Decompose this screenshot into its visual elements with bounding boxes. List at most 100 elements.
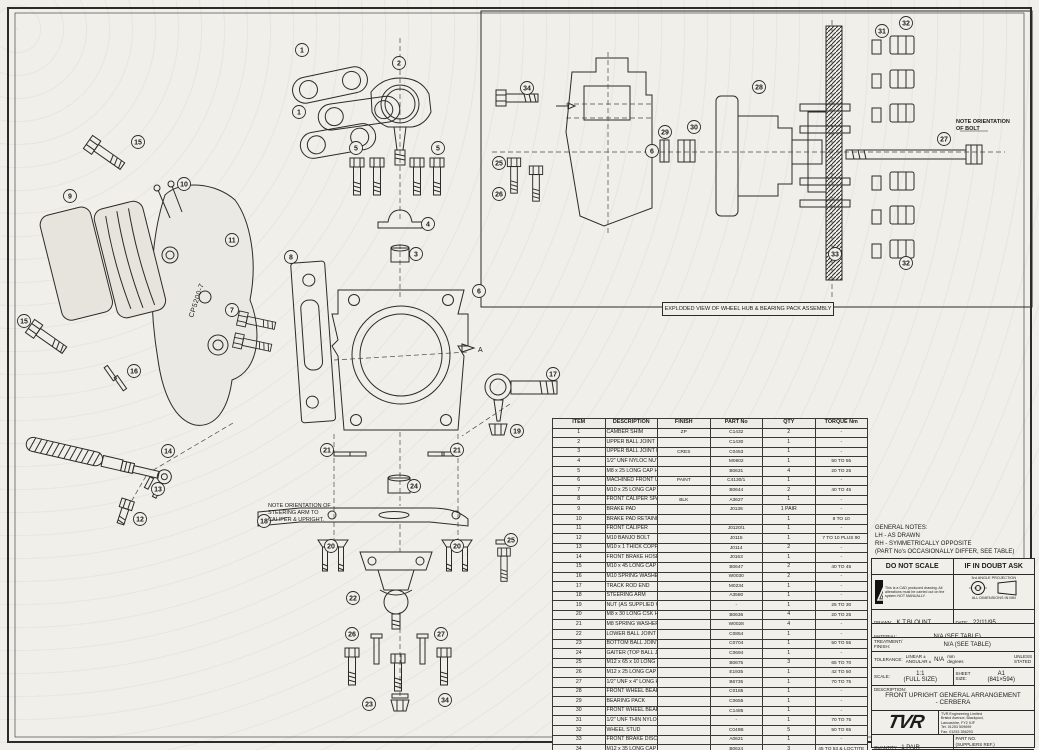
table-cell	[657, 533, 711, 544]
balloon-33	[828, 247, 842, 261]
inset-hub-view	[480, 10, 1033, 308]
balloon-number: 32	[902, 20, 910, 27]
table-cell: FRONT WHEEL BEARING DRIVE FLANGE (HUB)	[604, 686, 658, 698]
scale-label: SCALE:	[874, 674, 891, 679]
table-cell: C1430	[709, 437, 763, 448]
balloon-14	[161, 444, 175, 458]
table-cell: 1	[762, 629, 816, 640]
table-cell	[657, 677, 711, 688]
title-block: DO NOT SCALE IF IN DOUBT ASK This is a C…	[871, 558, 1035, 750]
table-cell: 1	[762, 475, 816, 487]
table-cell: M8 x 30 LONG CSK HEAD BOLT	[604, 609, 658, 621]
table-cell: 1/2" UNF NYLOC NUT (UPPER BALL JOINT)	[604, 456, 658, 467]
table-cell: 1	[762, 686, 816, 698]
table-cell: FRONT CALIPER SPACER	[604, 494, 658, 506]
table-cell: 21	[552, 619, 606, 631]
table-cell: W0028	[709, 619, 763, 631]
table-cell: 1	[762, 638, 816, 650]
table-cell: WHEEL STUD	[604, 725, 658, 736]
table-cell: 26	[552, 667, 606, 679]
table-cell: 33	[552, 734, 606, 746]
dimensions-note: ALL DIMENSIONS IN MM	[971, 596, 1016, 600]
balloon-11	[225, 233, 239, 247]
bottom-bolts	[344, 633, 452, 712]
description-value: FRONT UPRIGHT GENERAL ARRANGEMENT - CERB…	[885, 692, 1021, 706]
balloon-number: 17	[549, 371, 557, 378]
table-cell: 14	[552, 552, 606, 563]
table-cell	[657, 744, 711, 750]
table-cell: C1432	[709, 427, 763, 439]
table-cell: C1485	[709, 705, 763, 717]
table-cell: 5	[552, 465, 606, 477]
table-cell: M0234	[709, 581, 763, 592]
table-cell: FRONT WHEEL BEARING RETAINING NUT	[604, 705, 658, 717]
table-cell: 42 TO 50	[814, 667, 868, 679]
table-cell: 4	[552, 456, 606, 467]
balloon-number: 34	[523, 85, 531, 92]
table-cell: M10 BANJO BOLT	[604, 533, 658, 544]
do-not-scale-label: DO NOT SCALE	[872, 559, 954, 574]
table-cell	[657, 571, 711, 583]
material-cell: MATERIAL: N/A (SEE TABLE)	[872, 624, 1034, 637]
table-cell: 9	[552, 504, 606, 515]
table-cell	[657, 667, 711, 679]
table-cell	[657, 686, 711, 698]
balloon-number: 26	[348, 631, 356, 638]
column-header: TORQUE Nm	[814, 418, 868, 429]
table-cell: 24	[552, 648, 606, 659]
table-cell: J0120/1	[709, 523, 763, 535]
third-angle-projection-icon	[968, 580, 1017, 596]
cap-head-bolts-upper	[349, 157, 445, 196]
table-cell: 11	[552, 523, 606, 535]
balloon-26	[345, 627, 359, 641]
balloon-number: 18	[260, 518, 268, 525]
balloon-13	[151, 482, 165, 496]
balloon-17	[546, 367, 560, 381]
company-address: TVR Engineering Limited Bristol Avenue, …	[941, 712, 984, 734]
balloon-number: 34	[441, 697, 449, 704]
table-cell: BOTTOM BALL JOINT NYLOC NUT (1/2" UNF)	[604, 638, 658, 650]
table-cell: 1	[762, 667, 816, 679]
table-cell: 50 TO 55	[814, 638, 868, 650]
table-row: 41/2" UNF NYLOC NUT (UPPER BALL JOINT)M0…	[552, 456, 868, 467]
brake-disc-section	[807, 25, 843, 281]
if-in-doubt-label: IF IN DOUBT ASK	[964, 563, 1023, 570]
treatment-value: N/A (SEE TABLE)	[943, 641, 991, 648]
table-cell: 20	[552, 609, 606, 621]
table-cell: 65 TO 70	[814, 657, 868, 669]
table-cell: A3580	[709, 590, 763, 602]
balloon-3	[409, 247, 423, 261]
table-cell: 1	[762, 648, 816, 659]
table-cell: 1/2" UNF THIN NYLOC NUT	[604, 715, 658, 726]
balloon-number: 14	[164, 448, 172, 455]
table-cell: BLK	[657, 494, 711, 506]
main-exploded-view: A CP5200-7	[24, 38, 558, 712]
table-cell	[657, 542, 711, 554]
table-cell: 4	[762, 619, 816, 631]
table-cell	[657, 590, 711, 602]
brake-pads	[39, 200, 167, 321]
balloon-number: 23	[365, 701, 373, 708]
table-cell: 1	[762, 456, 816, 467]
cad-note-cell: This is a CAD produced drawing. All alte…	[872, 575, 954, 609]
table-cell: J0136	[709, 504, 763, 515]
table-cell: A0621	[709, 734, 763, 746]
table-cell: 10	[552, 513, 606, 525]
table-cell: -	[814, 629, 868, 640]
table-cell	[657, 705, 711, 717]
material-value: N/A (SEE TABLE)	[933, 634, 981, 637]
table-cell: -	[709, 715, 763, 726]
table-cell: -	[814, 648, 868, 659]
table-cell: 2	[762, 485, 816, 496]
sheet-size-value: A1 (841×594)	[987, 670, 1016, 683]
table-cell: GAITER (TOP BALL JOINT)	[604, 648, 658, 659]
table-row: 271/2" UNF x 4" LONG HIGH TENSILE BOLTB6…	[552, 677, 868, 688]
table-cell: 15	[552, 561, 606, 573]
